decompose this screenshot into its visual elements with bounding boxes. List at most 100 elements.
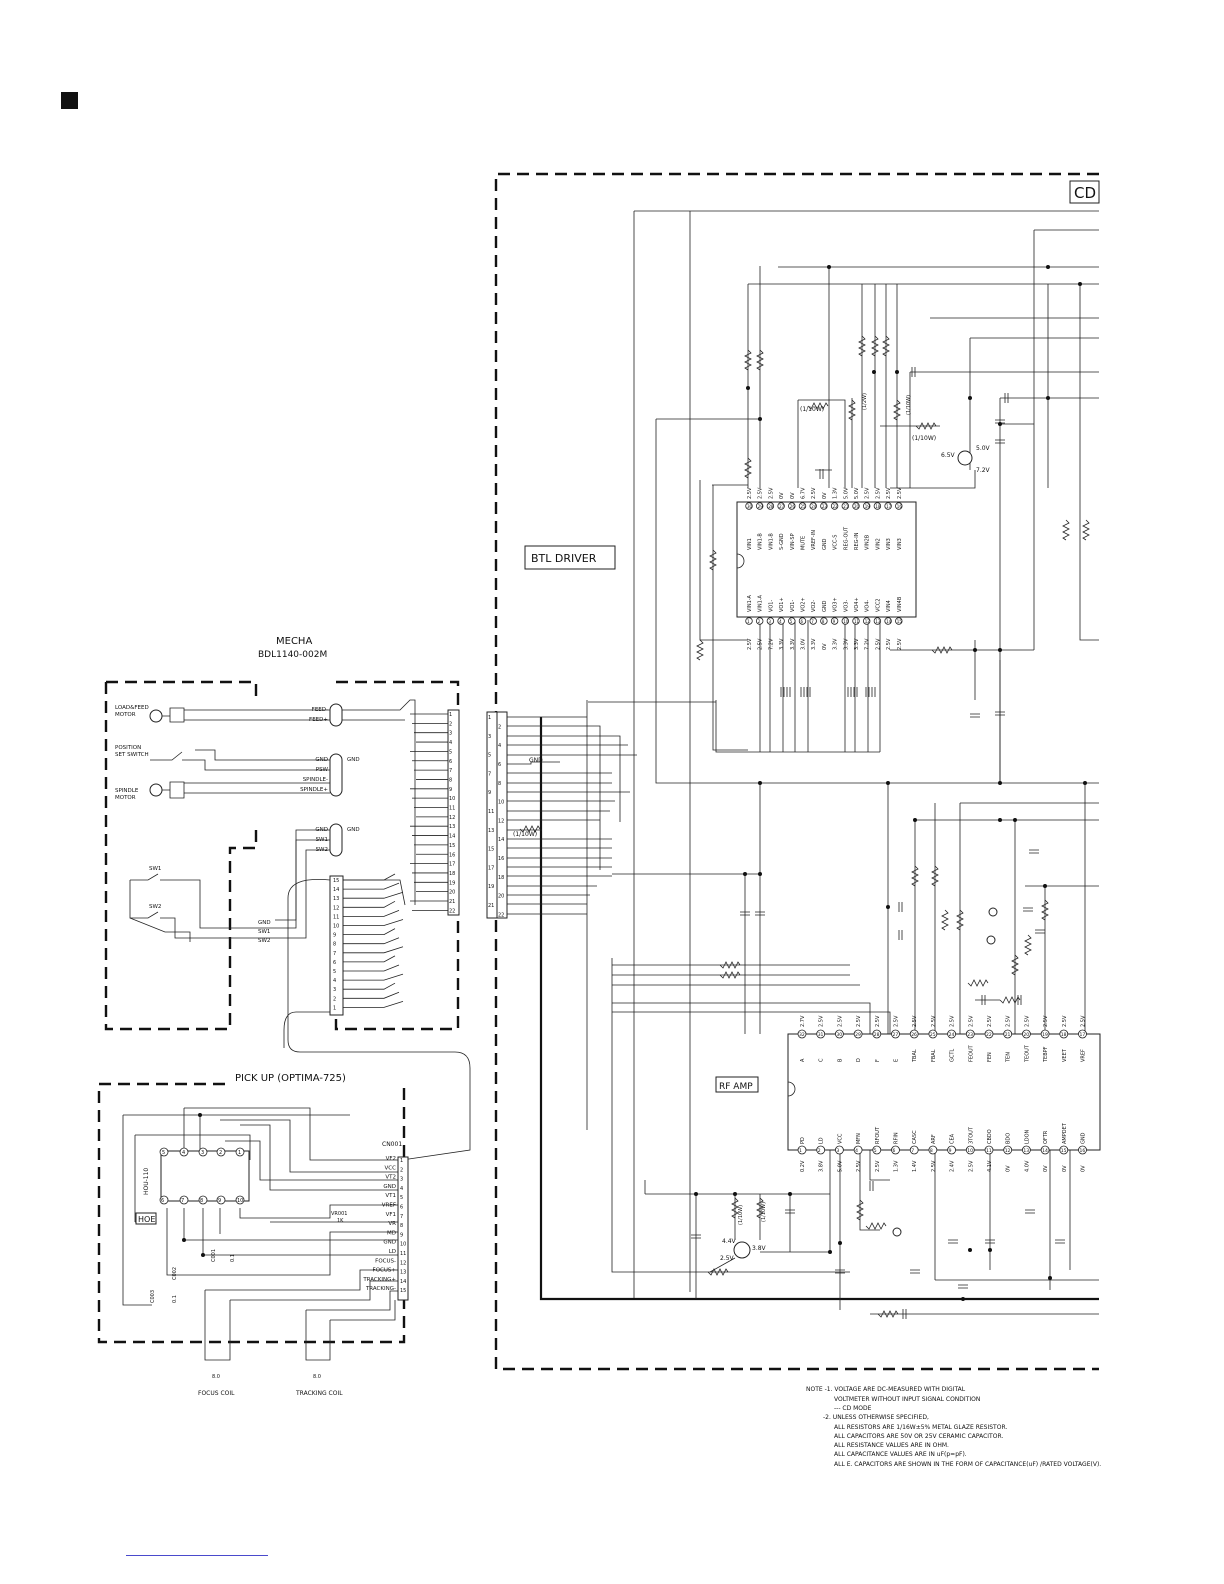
btl-transistor-v3: 7.2V	[976, 467, 991, 474]
btl-bottom-voltage: 2.5V	[875, 638, 881, 650]
capacitor	[740, 911, 750, 916]
btl-bottom-pin	[830, 617, 839, 625]
btl-top-pin-label: VIN1-B	[768, 533, 774, 550]
pickup-pin-label: LD	[389, 1249, 396, 1255]
mecha-conn-a-body	[329, 703, 343, 727]
footer-link-underline[interactable]	[126, 1555, 268, 1556]
btl-top-pin-label: GND	[822, 538, 828, 550]
rf-passives: 4.4V 3.8V 2.5V (1/10W) (1/10W)	[709, 803, 1099, 1280]
rf-transistor-v1: 4.4V	[722, 1238, 737, 1245]
resistor	[696, 639, 704, 661]
rf-bottom-pin-label: 3TOUT	[968, 1126, 974, 1144]
resistor	[911, 865, 919, 887]
junction-dot	[694, 1192, 698, 1196]
rf-bottom-pin-number: 16	[1080, 1148, 1086, 1154]
btl-bottom-voltage: 2.5V	[758, 638, 764, 650]
btl-top-voltage: 2.5V	[865, 487, 871, 499]
pickup-cap3-val: 0.1	[172, 1295, 178, 1303]
pickup-vr-name: VR001	[331, 1211, 347, 1217]
btl-bottom-pin-number: 8	[822, 619, 825, 624]
rf-bottom-pin	[872, 1145, 882, 1155]
harness-pin-number: 12	[498, 818, 504, 824]
rf-top-pin	[909, 1029, 919, 1039]
pickup-internals: HOE HOU-110 CN001 VR001 1K C001 0.1 C002…	[122, 1107, 409, 1397]
rf-top-voltage: 2.5V	[1006, 1015, 1012, 1027]
btl-top-pin-number: 24	[811, 504, 817, 509]
junction-dot	[973, 648, 977, 652]
pickup-pin-number: 13	[400, 1270, 406, 1276]
mecha-connector-pin-number: 5	[333, 969, 336, 975]
pickup-ic-pin-number: 1	[238, 1150, 241, 1156]
rf-bottom-pin-number: 13	[1023, 1148, 1029, 1154]
pickup-connector-name: CN001	[382, 1141, 402, 1148]
btl-top-pin-number: 27	[779, 504, 785, 509]
btl-bottom-voltage: 0V	[822, 643, 828, 650]
junction-dot	[886, 781, 890, 785]
rf-top-pin-label: VEET	[1062, 1048, 1068, 1062]
pickup-pin-label: VF2	[386, 1156, 396, 1162]
mecha-title: MECHA	[276, 636, 312, 647]
mecha-strip-pin-number: 3	[449, 731, 452, 737]
harness-pin-number: 22	[498, 912, 504, 918]
capacitor	[835, 1269, 845, 1274]
rf-top-pin-number: 19	[1042, 1032, 1048, 1038]
mecha-component-label: SPINDLE	[115, 788, 139, 794]
rf-top-pin-number: 25	[930, 1032, 936, 1038]
mecha-strip-pin-number: 15	[449, 843, 455, 849]
resistor	[709, 549, 717, 571]
mecha-conn-b-label: SPINDLE-	[303, 777, 328, 783]
pickup-pin-number: 6	[400, 1205, 403, 1211]
mecha-connector-pin-number: 3	[333, 987, 336, 993]
rf-top-pin	[1040, 1029, 1050, 1039]
pickup-ic-pin-number: 4	[182, 1150, 185, 1156]
rf-top-pin-label: B	[837, 1058, 843, 1062]
capacitor	[786, 687, 791, 697]
rf-bottom-voltage: 1.4V	[912, 1160, 918, 1172]
harness-pin-number: 3	[488, 734, 491, 740]
resistor	[756, 1197, 764, 1219]
rf-top-pin	[947, 1029, 956, 1039]
mecha-frame	[104, 680, 460, 1031]
pickup-vr-value: 1K	[337, 1218, 344, 1224]
mecha-conn-c-label: SW1	[316, 837, 328, 843]
rf-bottom-voltage: 2.5V	[931, 1160, 937, 1172]
harness-pin-number: 14	[498, 837, 504, 843]
btl-bottom-voltage: 2.5V	[886, 638, 892, 650]
mecha-strip-pin-number: 7	[449, 768, 452, 774]
rf-bottom-pin-label: CASC	[912, 1130, 918, 1144]
mecha-strip-pin-number: 8	[449, 777, 452, 783]
mecha-component-label: LOAD&FEED	[115, 705, 149, 711]
capacitor	[800, 687, 805, 697]
note-line-5: ALL RESISTORS ARE 1/16W±5% METAL GLAZE R…	[834, 1424, 1007, 1431]
resistor	[1082, 519, 1090, 541]
harness-pin-number: 6	[498, 762, 501, 768]
rf-bottom-pin-number: 4	[855, 1148, 858, 1154]
btl-bottom-pin-number: 5	[790, 619, 793, 624]
btl-top-pin-label: VIN1	[747, 538, 753, 550]
capacitor	[1023, 907, 1033, 912]
harness-pin-number: 10	[498, 800, 504, 806]
junction-dot	[758, 781, 762, 785]
pickup-pin-label: MD	[387, 1230, 396, 1236]
resistor	[941, 909, 949, 931]
rf-bottom-pin-number: 3	[836, 1148, 839, 1154]
rf-bottom-pin-number: 2	[818, 1148, 821, 1154]
btl-top-voltage: 0V	[822, 492, 828, 499]
mecha-strip-pin-number: 13	[449, 824, 455, 830]
mecha-conn-a-label: FEED-	[312, 707, 328, 713]
rf-bottom-pin-label: CBDO	[987, 1129, 993, 1144]
btl-bottom-pin	[820, 617, 828, 625]
btl-bottom-pin	[798, 617, 807, 625]
junction-dot	[968, 1248, 972, 1252]
btl-top-voltage: 2.5V	[811, 487, 817, 499]
note-line-3: --- CD MODE	[834, 1405, 872, 1412]
mecha-strip-pin-number: 9	[449, 787, 452, 793]
rf-top-pin-number: 32	[799, 1032, 805, 1038]
mecha-connector-pin-number: 4	[333, 978, 336, 984]
rf-top-pin-number: 22	[986, 1032, 992, 1038]
resistor	[756, 349, 764, 371]
rf-top-pin	[816, 1029, 826, 1039]
pickup-cap3: C003	[150, 1290, 156, 1303]
btl-bottom-pin-number: 12	[865, 619, 871, 624]
pickup-ic-pin-number: 2	[219, 1150, 222, 1156]
